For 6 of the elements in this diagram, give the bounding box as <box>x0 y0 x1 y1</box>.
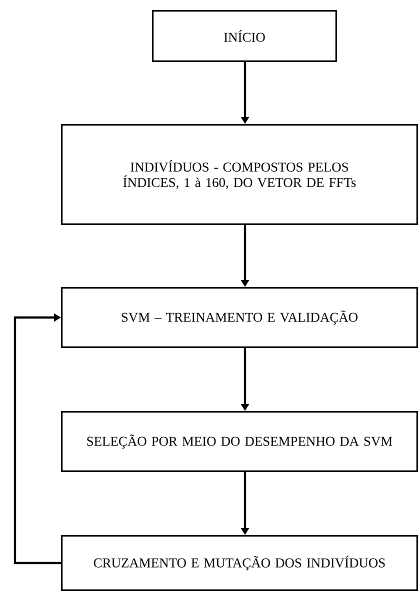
process-box: SELEÇÃO POR MEIO DO DESEMPENHO DA SVM <box>61 411 418 472</box>
arrow <box>14 313 61 564</box>
process-box: SVM – TREINAMENTO E VALIDAÇÃO <box>61 287 418 348</box>
process-box: CRUZAMENTO E MUTAÇÃO DOS INDIVÍDUOS <box>61 535 418 591</box>
process-box: INÍCIO <box>152 10 337 62</box>
process-box: INDIVÍDUOS - COMPOSTOS PELOS ÍNDICES, 1 à 160, DO VETOR DE FFTs <box>61 124 418 225</box>
